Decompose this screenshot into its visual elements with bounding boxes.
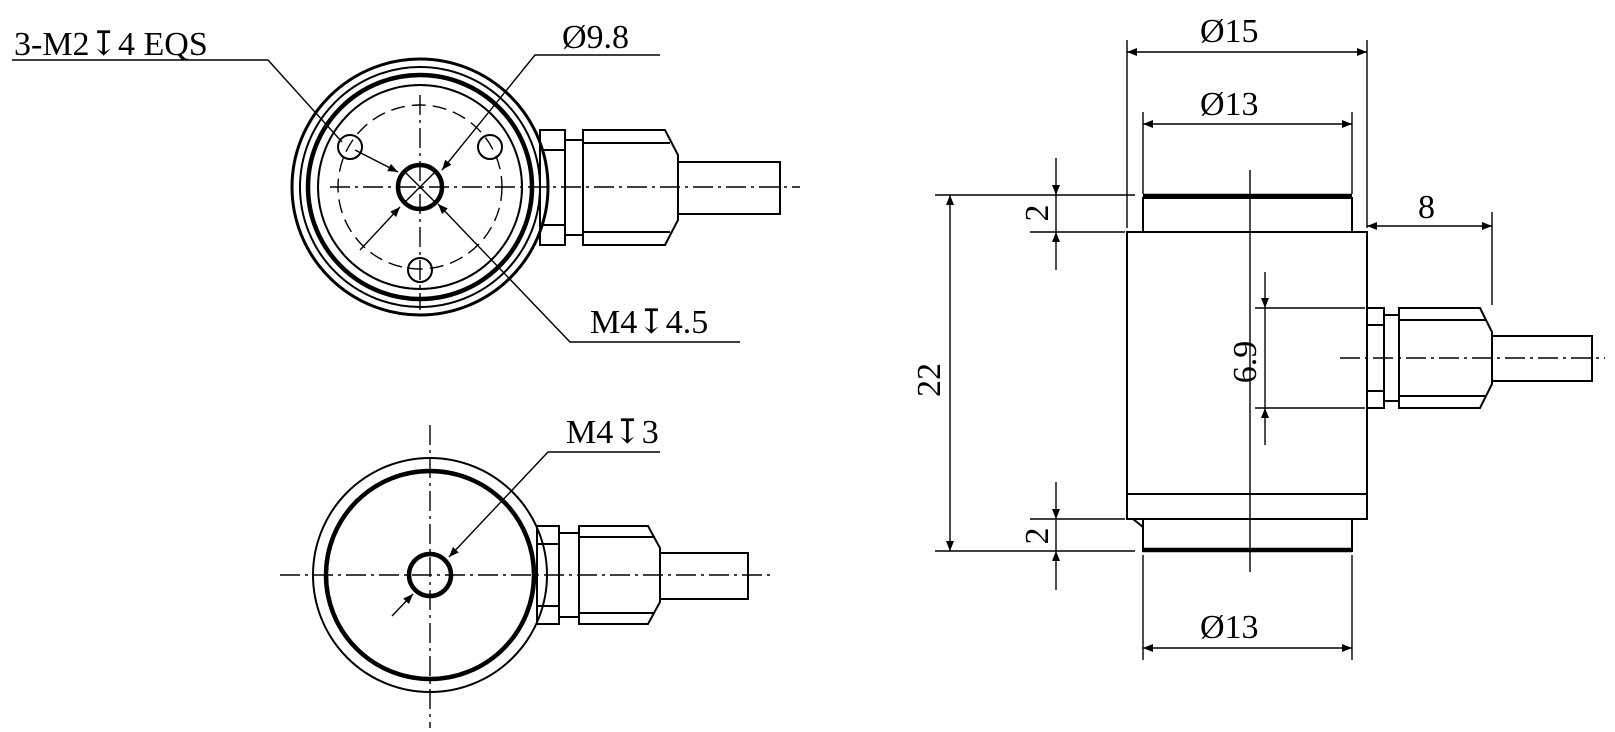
- top-view-inner-ring: [317, 84, 523, 290]
- bottom-view-outer-ring: [312, 457, 548, 693]
- center-thread-label: M4↧4.5: [590, 304, 708, 341]
- pitch-circle: [337, 104, 503, 270]
- side-view-connector: [1340, 307, 1605, 409]
- bottom-step-label: 2: [1019, 528, 1056, 545]
- outer-diameter-label: Ø15: [1200, 13, 1259, 50]
- top-view: 3-M2↧4 EQS Ø9.8 M4↧4.5: [12, 19, 800, 343]
- top-view-ring-3: [305, 72, 535, 302]
- bottom-view-inner-ring: [323, 468, 537, 682]
- top-view-connector: [539, 129, 781, 246]
- top-boss: [1142, 197, 1353, 232]
- thread-holes-label: 3-M2↧4 EQS: [14, 26, 208, 63]
- thread-hole-2: [477, 134, 503, 160]
- top-boss-diameter-label: Ø13: [1200, 86, 1259, 123]
- bottom-view-connector: [536, 525, 749, 625]
- thread-holes-leader: [12, 59, 343, 143]
- bottom-boss: [1142, 519, 1353, 552]
- top-step-label: 2: [1019, 205, 1056, 222]
- pitch-diameter-label: Ø9.8: [562, 19, 629, 56]
- connector-offset-label: 8: [1418, 189, 1435, 226]
- thread-hole-1: [337, 134, 363, 160]
- connector-height-label: 6.9: [1227, 341, 1264, 384]
- total-height-label: 22: [911, 363, 948, 397]
- pitch-diameter-leader: [441, 54, 660, 171]
- bottom-thread-leader: [448, 451, 660, 558]
- bottom-view: M4↧3: [280, 414, 770, 728]
- top-view-outer-ring: [290, 57, 550, 317]
- bottom-center-thread-hole: [406, 551, 454, 599]
- bottom-center-thread-label: M4↧3: [566, 414, 659, 451]
- center-thread-leader: [437, 203, 740, 343]
- side-view: Ø15 Ø13 Ø13 22 2 2 8: [911, 13, 1605, 660]
- center-thread-hole: [395, 162, 445, 212]
- bottom-boss-diameter-label: Ø13: [1200, 609, 1259, 646]
- thread-hole-3: [407, 257, 433, 283]
